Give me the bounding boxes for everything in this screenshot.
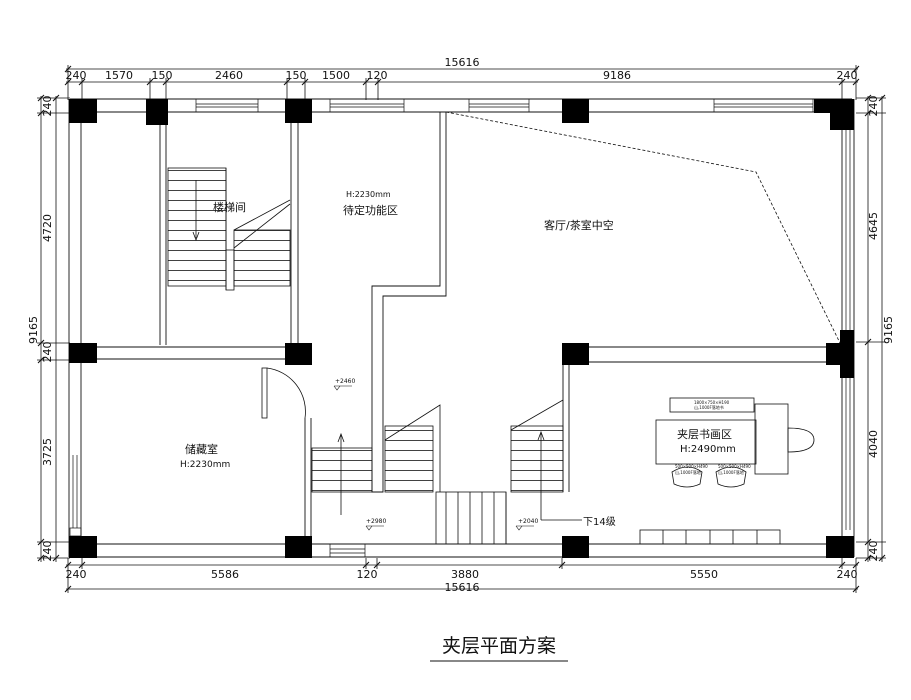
left-dim-3: 240: [41, 342, 54, 363]
study-furniture: [639, 397, 815, 545]
bottom-dim-5: 5550: [690, 568, 718, 581]
top-dim-1: 240: [66, 69, 87, 82]
level-2040: +2040: [518, 518, 538, 525]
dimension-lines: [37, 65, 886, 593]
drawing-title: 夹层平面方案: [442, 635, 556, 657]
bottom-dim-2: 5586: [211, 568, 239, 581]
center-void-outline: [371, 112, 447, 493]
dimension-ticks: [37, 65, 886, 593]
stairwell-label: 楼梯间: [213, 200, 246, 214]
living-void-label: 客厅/茶室中空: [544, 218, 614, 232]
right-dim-3: 4040: [867, 430, 880, 458]
dimension-texts: 15616 240 1570 150 2460 150 1500 120 918…: [27, 56, 895, 594]
chair-right-note-line1: 500×500×H490: [718, 464, 751, 469]
columns: [69, 99, 854, 558]
waiting-area-height: H:2230mm: [346, 190, 391, 199]
left-dim-5: 240: [41, 541, 54, 562]
right-dim-4: 240: [867, 541, 880, 562]
chair-left-note-line1: 500×500×H490: [675, 464, 708, 469]
chair-right-note-line2: 山,1000F落地: [718, 469, 744, 475]
top-dim-2: 1570: [105, 69, 133, 82]
bottom-total-dimension: 15616: [445, 581, 480, 594]
stair-down-note: 下14级: [583, 516, 616, 528]
top-dim-7: 120: [367, 69, 388, 82]
storage-height: H:2230mm: [180, 460, 230, 470]
left-dim-2: 4720: [41, 214, 54, 242]
living-void-dashed-outline: [445, 111, 841, 344]
waiting-area-label: 待定功能区: [343, 203, 398, 217]
left-dim-4: 3725: [41, 438, 54, 466]
right-dim-2: 4645: [867, 212, 880, 240]
study-area-height: H:2490mm: [680, 444, 736, 455]
level-2460: +2460: [335, 378, 355, 385]
left-total-dimension: 9165: [27, 316, 40, 344]
bottom-dim-1: 240: [66, 568, 87, 581]
top-total-dimension: 15616: [445, 56, 480, 69]
bottom-dim-6: 240: [837, 568, 858, 581]
storage-label: 储藏室: [185, 442, 218, 456]
center-stairs: [311, 399, 582, 545]
storage-door: [261, 367, 306, 419]
windows: [69, 99, 851, 557]
right-dim-1: 240: [867, 96, 880, 117]
bottom-dim-3: 120: [357, 568, 378, 581]
chair-left-note-line2: 山,1000F落地: [675, 469, 701, 475]
right-total-dimension: 9165: [882, 316, 895, 344]
bottom-dim-4: 3880: [451, 568, 479, 581]
top-dim-4: 2460: [215, 69, 243, 82]
study-area-label: 夹层书画区: [677, 428, 732, 441]
top-dim-9: 240: [837, 69, 858, 82]
table-note-line2: 山,1000F落地书: [694, 404, 724, 410]
top-dim-3: 150: [152, 69, 173, 82]
stairwell-stairs: [167, 167, 291, 291]
left-dim-1: 240: [41, 96, 54, 117]
level-marks: [333, 385, 534, 531]
top-dim-5: 150: [286, 69, 307, 82]
top-dim-6: 1500: [322, 69, 350, 82]
level-2980: +2980: [366, 518, 386, 525]
top-dim-8: 9186: [603, 69, 631, 82]
table-note-line1: 1800×750×H190: [694, 400, 730, 405]
